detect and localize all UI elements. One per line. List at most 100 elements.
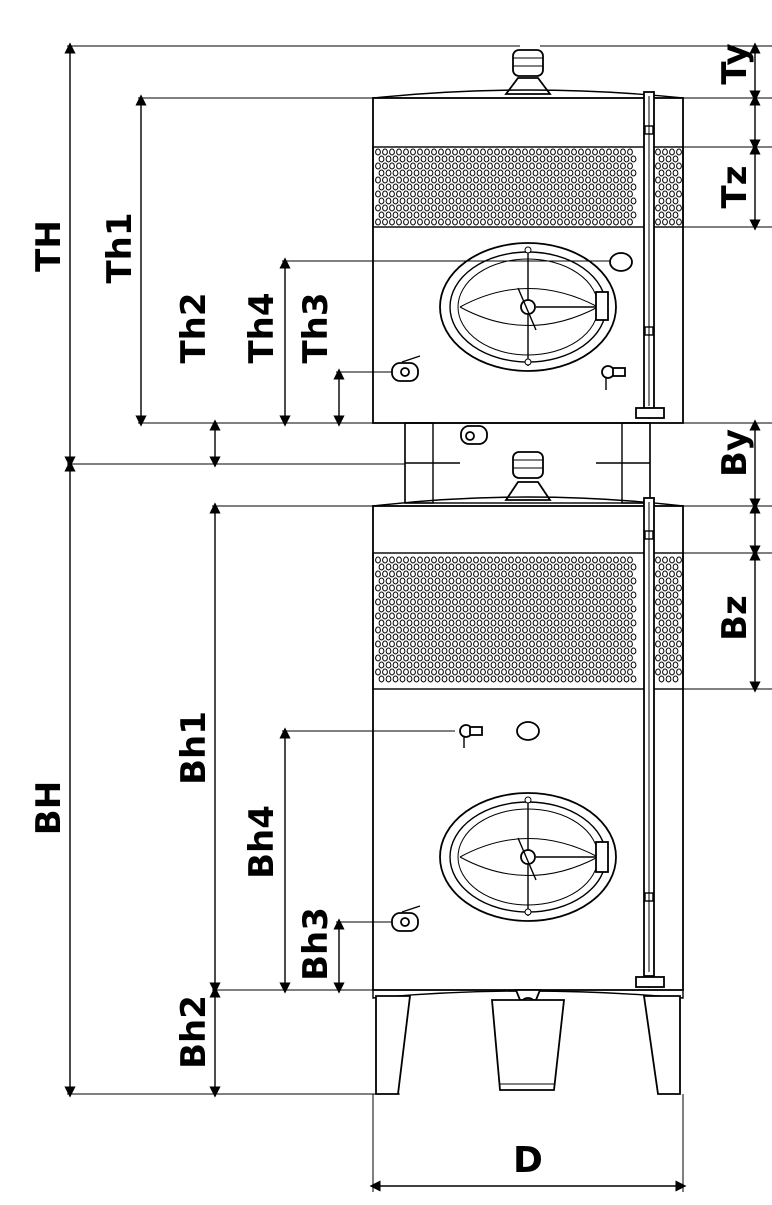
jacket-dimple — [578, 668, 584, 676]
jacket-dimple — [497, 675, 504, 683]
jacket-dimple — [536, 570, 542, 578]
jacket-dimple — [515, 162, 521, 170]
jacket-dimple — [560, 633, 567, 641]
jacket-dimple — [382, 598, 388, 606]
jacket-dimple — [459, 598, 465, 606]
jacket-dimple — [599, 654, 605, 662]
jacket-dimple — [473, 626, 479, 634]
jacket-dimple — [473, 556, 479, 564]
jacket-dimple — [511, 675, 518, 683]
jacket-dimple — [564, 204, 570, 212]
jacket-dimple — [378, 661, 385, 669]
jacket-dimple — [655, 626, 661, 634]
jacket-dimple — [424, 218, 430, 226]
jacket-dimple — [382, 148, 388, 156]
jacket-dimple — [669, 204, 675, 212]
jacket-dimple — [497, 647, 504, 655]
jacket-dimple — [469, 183, 476, 191]
jacket-dimple — [476, 619, 483, 627]
jacket-dimple — [567, 647, 574, 655]
jacket-dimple — [483, 577, 490, 585]
jacket-dimple — [420, 155, 427, 163]
jacket-dimple — [676, 190, 682, 198]
jacket-dimple — [599, 190, 605, 198]
jacket-dimple — [609, 563, 616, 571]
jacket-dimple — [431, 148, 437, 156]
jacket-dimple — [438, 218, 444, 226]
jacket-dimple — [606, 190, 612, 198]
jacket-dimple — [413, 661, 420, 669]
jacket-dimple — [560, 197, 567, 205]
jacket-dimple — [480, 162, 486, 170]
jacket-dimple — [543, 204, 549, 212]
jacket-dimple — [560, 661, 567, 669]
jacket-dimple — [616, 563, 623, 571]
jacket-dimple — [459, 612, 465, 620]
jacket-dimple — [441, 169, 448, 177]
jacket-dimple — [606, 570, 612, 578]
jacket-dimple — [662, 190, 668, 198]
jacket-dimple — [508, 668, 514, 676]
jacket-dimple — [578, 654, 584, 662]
jacket-dimple — [424, 176, 430, 184]
jacket-dimple — [550, 626, 556, 634]
jacket-dimple — [396, 176, 402, 184]
jacket-dimple — [676, 556, 682, 564]
jacket-dimple — [511, 155, 518, 163]
jacket-dimple — [518, 563, 525, 571]
jacket-dimple — [389, 626, 395, 634]
jacket-dimple — [595, 211, 602, 219]
jacket-dimple — [588, 661, 595, 669]
jacket-dimple — [606, 640, 612, 648]
jacket-dimple — [452, 668, 458, 676]
jacket-dimple — [543, 612, 549, 620]
jacket-dimple — [427, 591, 434, 599]
jacket-dimple — [588, 633, 595, 641]
jacket-dimple — [434, 183, 441, 191]
jacket-dimple — [532, 169, 539, 177]
jacket-dimple — [525, 675, 532, 683]
jacket-dimple — [581, 647, 588, 655]
jacket-dimple — [434, 577, 441, 585]
jacket-dimple — [389, 556, 395, 564]
jacket-dimple — [609, 619, 616, 627]
jacket-dimple — [606, 584, 612, 592]
jacket-dimple — [490, 155, 497, 163]
jacket-dimple — [445, 162, 451, 170]
jacket-dimple — [627, 654, 633, 662]
jacket-dimple — [613, 556, 619, 564]
top-dome — [372, 89, 684, 99]
jacket-dimple — [420, 169, 427, 177]
jacket-dimple — [665, 577, 672, 585]
jacket-dimple — [550, 176, 556, 184]
jacket-dimple — [546, 169, 553, 177]
jacket-dimple — [539, 619, 546, 627]
jacket-dimple — [585, 556, 591, 564]
jacket-dimple — [581, 183, 588, 191]
jacket-dimple — [410, 668, 416, 676]
jacket-dimple — [476, 169, 483, 177]
jacket-dimple — [522, 176, 528, 184]
jacket-dimple — [469, 155, 476, 163]
jacket-dimple — [403, 640, 409, 648]
jacket-dimple — [410, 190, 416, 198]
jacket-dimple — [462, 211, 469, 219]
bottom-ball-valve — [391, 905, 421, 932]
top-brand-badge — [609, 252, 633, 272]
jacket-dimple — [578, 584, 584, 592]
jacket-dimple — [431, 598, 437, 606]
jacket-dimple — [480, 204, 486, 212]
jacket-dimple — [490, 169, 497, 177]
jacket-dimple — [459, 640, 465, 648]
jacket-dimple — [424, 204, 430, 212]
jacket-dimple — [676, 570, 682, 578]
jacket-dimple — [518, 633, 525, 641]
jacket-dimple — [557, 612, 563, 620]
jacket-dimple — [543, 190, 549, 198]
jacket-dimple — [515, 190, 521, 198]
jacket-dimple — [497, 183, 504, 191]
jacket-dimple — [609, 197, 616, 205]
jacket-dimple — [515, 654, 521, 662]
jacket-dimple — [508, 556, 514, 564]
jacket-dimple — [581, 577, 588, 585]
